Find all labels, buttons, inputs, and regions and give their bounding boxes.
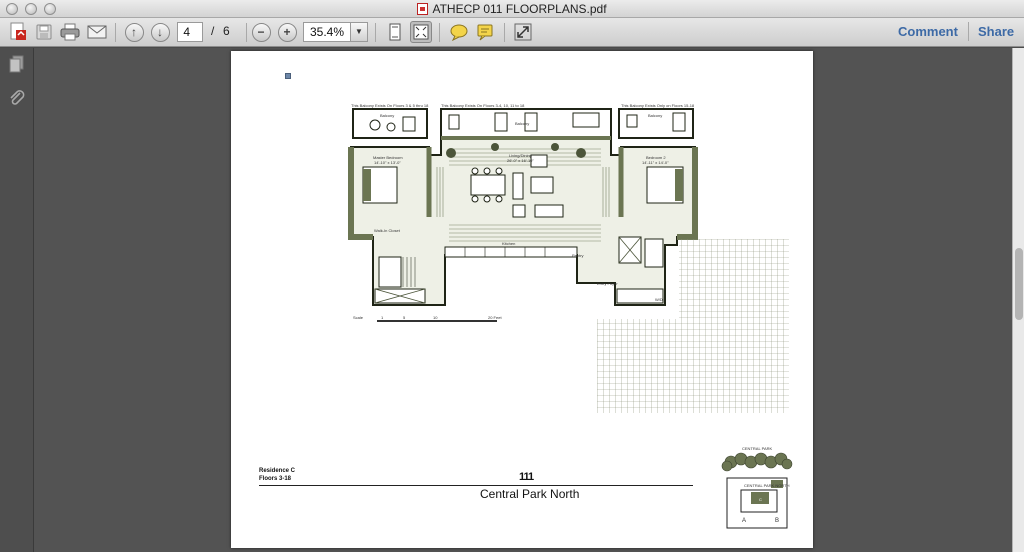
attachments-icon: [10, 90, 25, 105]
fit-width-icon: [413, 24, 429, 40]
zoom-out-icon: −: [251, 22, 271, 42]
title-bar: ATHECP 011 FLOORPLANS.pdf: [0, 0, 1024, 18]
floors-label: Floors 3-18: [259, 476, 292, 482]
page-separator: /: [211, 24, 215, 38]
scale-bar: [377, 320, 497, 322]
zoom-in-icon: +: [277, 22, 297, 42]
toolbar-separator: [246, 23, 247, 42]
comment-bubble-icon: [450, 24, 468, 41]
toolbar-separator: [504, 23, 505, 42]
email-icon: [87, 25, 107, 39]
create-pdf-button[interactable]: [6, 21, 30, 43]
master-bedroom-label: Master Bedroom: [373, 155, 403, 160]
page-total: 6: [223, 24, 230, 38]
balcony-label-center: Balcony: [515, 121, 530, 126]
save-button[interactable]: [33, 21, 55, 43]
keyplan-street-label: CENTRAL PARK NORTH: [744, 483, 790, 488]
building-name: Central Park North: [480, 487, 580, 501]
building-number: 111: [519, 471, 534, 483]
fit-width-button[interactable]: [410, 21, 432, 43]
balcony-label-right: Balcony: [648, 113, 663, 118]
kitchen-label: Kitchen: [502, 241, 516, 246]
fit-page-button[interactable]: [384, 21, 406, 43]
residence-label: Residence C: [259, 468, 296, 474]
zoom-window-button[interactable]: [44, 3, 56, 15]
living-dining-size: 26'-0" x 16'-10": [507, 158, 534, 163]
entry-foyer-label: Entry Foyer: [597, 281, 618, 286]
balcony-note-right: This Balcony Exists Only on Floors 15-18: [621, 103, 695, 108]
bedroom2-label: Bedroom 2: [646, 155, 666, 160]
scale-tick: 20 Feet: [488, 315, 502, 320]
zoom-out-button[interactable]: −: [250, 21, 272, 43]
close-window-button[interactable]: [6, 3, 18, 15]
keyplan-a-label: A: [742, 518, 747, 524]
window-title-text: ATHECP 011 FLOORPLANS.pdf: [432, 2, 607, 16]
title-rule: [259, 485, 693, 486]
attachments-panel-button[interactable]: [7, 88, 27, 108]
balcony-note-center: This Balcony Exists On Floors 3-4, 10, 1…: [441, 103, 525, 108]
page-up-icon: ↑: [124, 22, 144, 42]
print-icon: [60, 23, 80, 41]
pages-panel-icon: [9, 55, 24, 73]
save-icon: [36, 24, 52, 40]
pdf-page: This Balcony Exists On Floors 3 & 5 thru…: [231, 51, 813, 548]
create-pdf-icon: [10, 22, 26, 40]
highlight-icon: [477, 24, 493, 41]
keyplan-park-label: CENTRAL PARK: [742, 446, 773, 451]
highlight-tool-button[interactable]: [474, 21, 496, 43]
expand-icon: [514, 23, 532, 41]
toolbar-separator: [439, 23, 440, 42]
scale-label: Scale: [353, 315, 364, 320]
walk-in-closet-label: Walk-In Closet: [374, 228, 400, 233]
fit-page-icon: [389, 23, 401, 41]
pdf-file-icon: [417, 3, 429, 15]
previous-page-button[interactable]: ↑: [123, 21, 145, 43]
zoom-level-input[interactable]: 35.4%: [303, 22, 351, 42]
comment-panel-button[interactable]: Comment: [898, 24, 958, 39]
keyplan-unit-label: C: [759, 497, 762, 502]
annotation-marker[interactable]: [285, 73, 291, 79]
next-page-button[interactable]: ↓: [149, 21, 171, 43]
toolbar-separator: [375, 23, 376, 42]
chevron-down-icon: ▼: [355, 27, 363, 36]
key-plan: [721, 452, 793, 529]
balcony-note-left: This Balcony Exists On Floors 3 & 5 thru…: [351, 103, 429, 108]
comment-tool-button[interactable]: [448, 21, 470, 43]
scrollbar-thumb[interactable]: [1015, 248, 1023, 320]
keyplan-b-label: B: [775, 518, 780, 524]
page-down-icon: ↓: [150, 22, 170, 42]
balcony-label-left: Balcony: [380, 113, 395, 118]
toolbar: ↑ ↓ − +: [0, 18, 1024, 47]
pages-panel-button[interactable]: [7, 55, 27, 73]
living-dining-label: Living/Dining: [509, 153, 532, 158]
master-bedroom-size: 14'-10" x 13'-0": [374, 160, 401, 165]
navigation-sidebar: [0, 48, 34, 552]
toolbar-separator: [968, 22, 969, 41]
toolbar-separator: [115, 23, 116, 42]
window-title: ATHECP 011 FLOORPLANS.pdf: [0, 2, 1024, 16]
minimize-window-button[interactable]: [25, 3, 37, 15]
scale-tick: 5: [403, 315, 406, 320]
wd-label: W/D: [655, 297, 663, 302]
vertical-scrollbar[interactable]: [1012, 48, 1024, 552]
zoom-in-button[interactable]: +: [276, 21, 298, 43]
zoom-dropdown-button[interactable]: ▼: [350, 22, 368, 42]
floor-plan-drawing: [348, 108, 698, 306]
scale-tick: 1: [381, 315, 384, 320]
share-panel-button[interactable]: Share: [978, 24, 1015, 39]
email-button[interactable]: [86, 21, 108, 43]
page-number-input[interactable]: 4: [177, 22, 203, 42]
pantry-label: Pantry: [572, 253, 584, 258]
scale-tick: 10: [433, 315, 438, 320]
bedroom2-size: 14'-11" x 14'-0": [642, 160, 669, 165]
terrace-grid: [597, 239, 789, 413]
print-button[interactable]: [59, 21, 81, 43]
full-screen-button[interactable]: [512, 21, 534, 43]
